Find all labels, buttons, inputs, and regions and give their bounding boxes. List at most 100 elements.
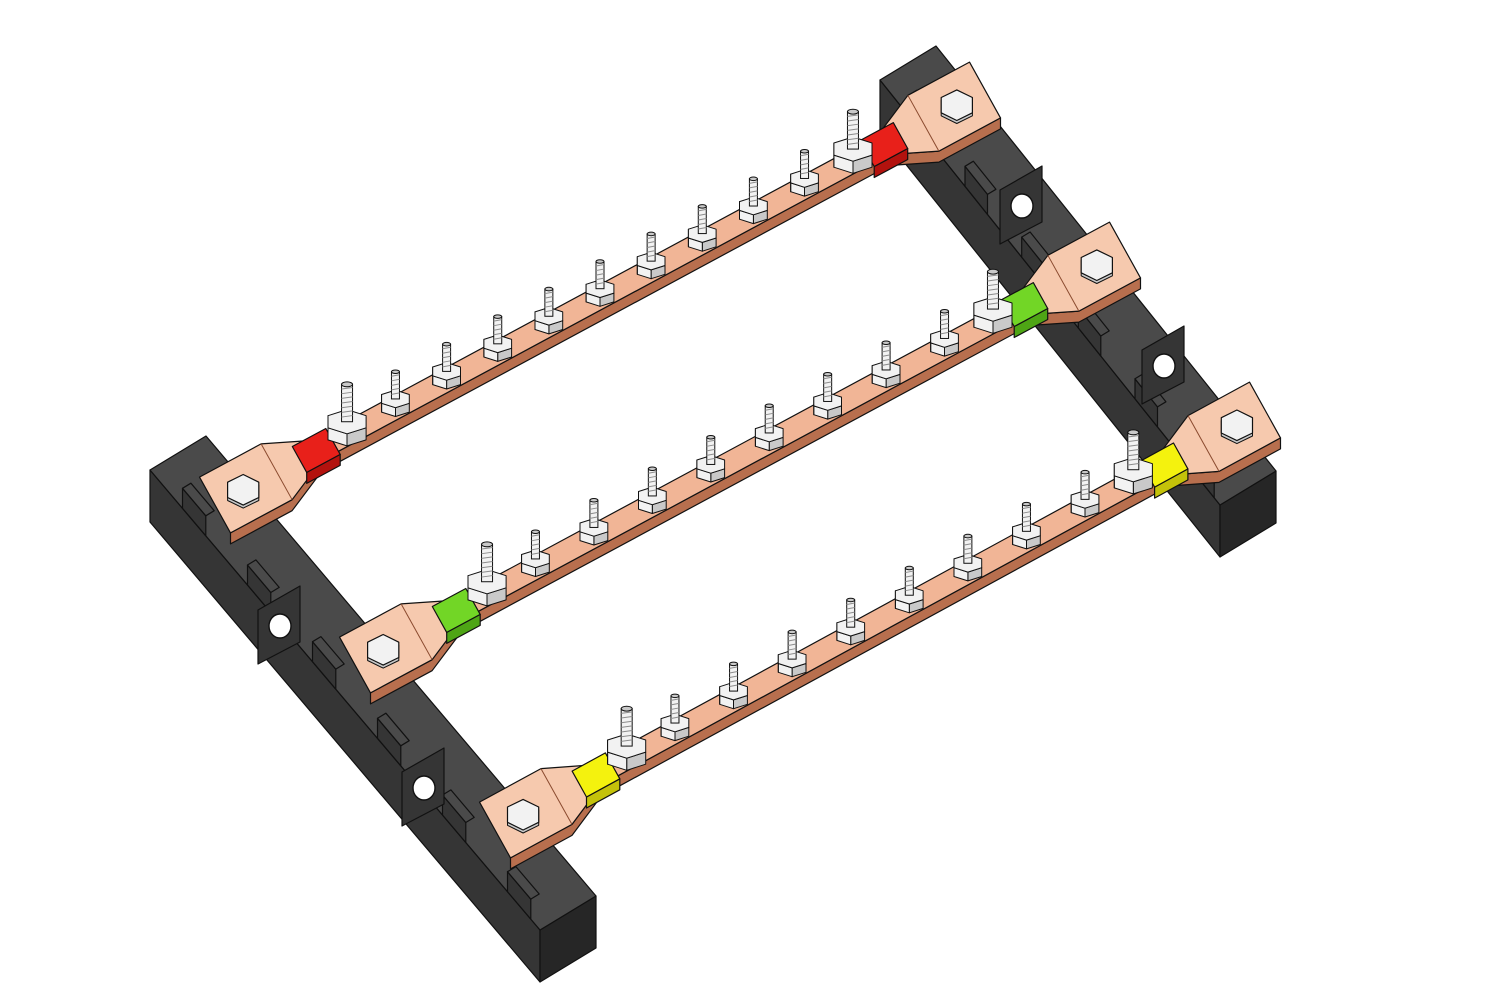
stud-thread bbox=[531, 547, 540, 551]
stud-tip bbox=[670, 693, 680, 699]
stud-thread bbox=[847, 142, 859, 145]
stud-tip bbox=[986, 268, 999, 275]
right-terminal-crease bbox=[1047, 255, 1080, 312]
stud-tip bbox=[1021, 501, 1031, 507]
stud-thread bbox=[905, 579, 914, 583]
stud-thread bbox=[391, 387, 400, 391]
stud-tip bbox=[963, 533, 973, 539]
stud-thread bbox=[481, 570, 493, 573]
stud-thread bbox=[544, 305, 553, 308]
stud-thread bbox=[963, 543, 972, 546]
stud-tip bbox=[595, 259, 605, 264]
stud-thread bbox=[621, 730, 633, 733]
stud-thread bbox=[442, 351, 451, 354]
stud-thread bbox=[729, 670, 738, 674]
left-terminal-bolt bbox=[367, 633, 400, 669]
back-mounting-hole-1 bbox=[999, 165, 1043, 245]
busbar-red-large-stud-right bbox=[833, 108, 873, 174]
stud-tip bbox=[442, 341, 452, 347]
busbar-red-small-stud-6 bbox=[636, 231, 666, 280]
hex-head-top bbox=[940, 89, 974, 122]
stud-thread bbox=[1080, 479, 1090, 482]
stud-thread bbox=[589, 516, 598, 519]
stud-thread bbox=[595, 264, 605, 267]
stud-thread bbox=[481, 575, 493, 578]
stud-thread bbox=[729, 680, 738, 683]
left-terminal-crease bbox=[400, 603, 433, 660]
stud-thread bbox=[589, 507, 598, 510]
back-mounting-hole-2 bbox=[1141, 325, 1185, 405]
stud-thread bbox=[595, 273, 605, 276]
insulator-ridge-top bbox=[181, 482, 215, 517]
stud-tip bbox=[881, 340, 891, 346]
busbar-green-small-stud-1 bbox=[521, 529, 550, 577]
stud-thread bbox=[493, 328, 502, 331]
hex-head-top bbox=[227, 473, 260, 506]
busbar-yellow-small-stud-3 bbox=[777, 629, 807, 678]
mounting-hole bbox=[412, 775, 436, 801]
stud-thread bbox=[670, 698, 680, 701]
stud-thread bbox=[788, 652, 797, 656]
stud-thread bbox=[391, 374, 400, 377]
right-terminal-crease bbox=[1187, 415, 1220, 472]
stud-thread bbox=[729, 666, 738, 669]
stud-thread bbox=[341, 391, 353, 395]
stud-thread bbox=[595, 282, 605, 285]
stud-thread bbox=[647, 241, 656, 244]
stud-thread bbox=[706, 453, 715, 456]
stud-thread bbox=[905, 570, 914, 574]
left-terminal-crease bbox=[540, 768, 573, 825]
stud-tip bbox=[846, 108, 859, 115]
busbar-red-small-stud-8 bbox=[739, 176, 768, 225]
stud-thread bbox=[670, 716, 680, 719]
stud-thread bbox=[544, 296, 553, 299]
front-mounting-hole-2 bbox=[401, 747, 445, 827]
busbar-yellow-small-stud-7 bbox=[1012, 501, 1041, 550]
stud-thread bbox=[940, 327, 949, 330]
insulator-ridge-top bbox=[964, 160, 997, 195]
stud-thread bbox=[846, 611, 855, 615]
stud-thread bbox=[595, 277, 605, 281]
stud-thread bbox=[882, 358, 891, 362]
stud-tip bbox=[620, 705, 633, 712]
stud-thread bbox=[905, 575, 914, 578]
stud-thread bbox=[1022, 506, 1031, 510]
busbar-green bbox=[338, 221, 1142, 705]
stud-thread bbox=[493, 319, 502, 322]
stud-thread bbox=[670, 702, 680, 706]
stud-thread bbox=[341, 401, 353, 404]
busbar-yellow bbox=[478, 381, 1282, 870]
busbar-yellow-small-stud-5 bbox=[894, 565, 924, 614]
hex-head-top bbox=[1220, 409, 1254, 442]
stud-thread bbox=[846, 616, 855, 619]
stud-thread bbox=[765, 408, 774, 411]
stud-thread bbox=[788, 639, 797, 642]
stud-tip bbox=[823, 371, 833, 377]
stud-thread bbox=[847, 123, 859, 127]
stud-thread bbox=[963, 556, 972, 560]
busbar-green-small-stud-2 bbox=[579, 497, 609, 546]
insulator-ridge-top bbox=[376, 712, 410, 747]
stud-thread bbox=[823, 390, 832, 393]
stud-thread bbox=[800, 158, 809, 161]
stud-thread bbox=[788, 648, 797, 651]
stud-thread bbox=[544, 300, 553, 304]
busbar-red-small-stud-3 bbox=[483, 314, 513, 362]
busbar-green-large-stud-right bbox=[973, 268, 1013, 334]
stud-thread bbox=[1022, 511, 1031, 514]
stud-thread bbox=[698, 213, 707, 216]
stud-thread bbox=[648, 484, 657, 488]
stud-thread bbox=[647, 254, 656, 258]
right-terminal-bolt bbox=[1220, 409, 1254, 445]
stud-thread bbox=[589, 520, 598, 524]
bar-side-face bbox=[600, 474, 1171, 797]
stud-thread bbox=[823, 394, 832, 398]
stud-thread bbox=[1080, 483, 1090, 487]
stud-thread bbox=[823, 381, 832, 384]
stud-thread bbox=[940, 313, 949, 317]
stud-thread bbox=[882, 354, 891, 357]
stud-tip bbox=[390, 369, 400, 374]
stud-tip bbox=[544, 286, 554, 292]
right-terminal-bolt bbox=[940, 89, 974, 124]
busbar-red-small-stud-4 bbox=[534, 286, 564, 335]
